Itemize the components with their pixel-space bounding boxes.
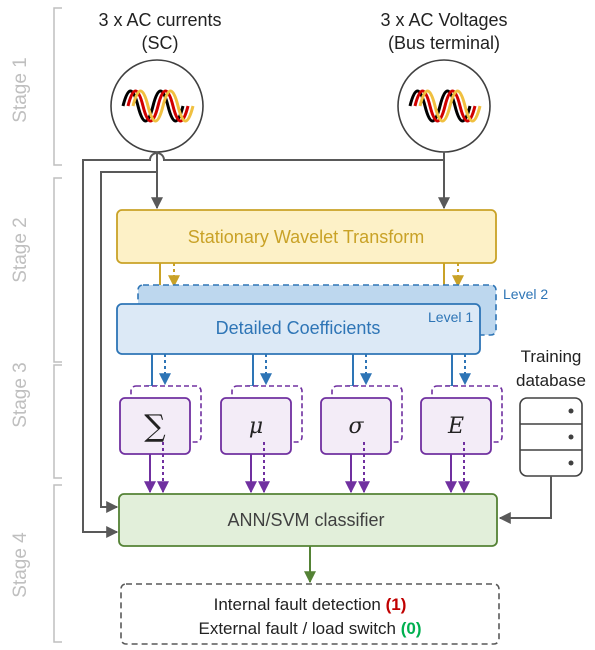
swt-label: Stationary Wavelet Transform — [188, 227, 424, 247]
currents-subtitle: (SC) — [142, 33, 179, 53]
stage-brackets — [53, 7, 62, 643]
output-box — [120, 583, 500, 645]
voltages-title: 3 x AC Voltages — [380, 10, 507, 30]
feature-energy-symbol: E — [447, 414, 464, 439]
stage-label-1: Stage 1 — [10, 57, 31, 123]
currents-sensor — [110, 59, 204, 153]
feature-sum: ∑ — [119, 385, 202, 455]
signal-lines — [82, 152, 450, 538]
voltages-subtitle: (Bus terminal) — [388, 33, 500, 53]
output-internal-line: Internal fault detection (1) — [214, 595, 407, 614]
swt-block — [116, 209, 497, 264]
classifier-block — [118, 493, 498, 547]
sine-wave-icon — [408, 89, 482, 123]
output-external-line: External fault / load switch (0) — [199, 619, 422, 638]
currents-title: 3 x AC currents — [98, 10, 221, 30]
stage-labels: Stage 1 Stage 2 Stage 3 Stage 4 — [10, 57, 31, 598]
level2-label: Level 2 — [503, 286, 548, 302]
database-link — [498, 476, 552, 524]
output-external-value: (0) — [401, 619, 422, 638]
output-internal-value: (1) — [386, 595, 407, 614]
classifier-label: ANN/SVM classifier — [227, 510, 384, 530]
feature-energy: E — [420, 385, 503, 455]
coefficients-block — [116, 303, 481, 355]
voltages-sensor — [397, 59, 491, 153]
stage-label-4: Stage 4 — [10, 532, 31, 598]
sine-wave-icon — [121, 89, 195, 123]
training-label-line2: database — [516, 371, 586, 390]
stage-label-3: Stage 3 — [10, 362, 31, 428]
feature-output-arrows — [144, 442, 470, 494]
coefficients-label: Detailed Coefficients — [216, 318, 381, 338]
output-external-text: External fault / load switch — [199, 619, 396, 638]
feature-mean-symbol: μ — [249, 414, 263, 439]
level1-label: Level 1 — [428, 309, 473, 325]
feature-mean: μ — [220, 385, 303, 455]
output-internal-text: Internal fault detection — [214, 595, 381, 614]
feature-std: σ — [320, 385, 403, 455]
stage-label-2: Stage 2 — [10, 217, 31, 283]
feature-sum-symbol: ∑ — [144, 409, 166, 444]
feature-std-symbol: σ — [348, 414, 364, 439]
database-icon — [519, 397, 583, 477]
training-label-line1: Training — [521, 347, 582, 366]
